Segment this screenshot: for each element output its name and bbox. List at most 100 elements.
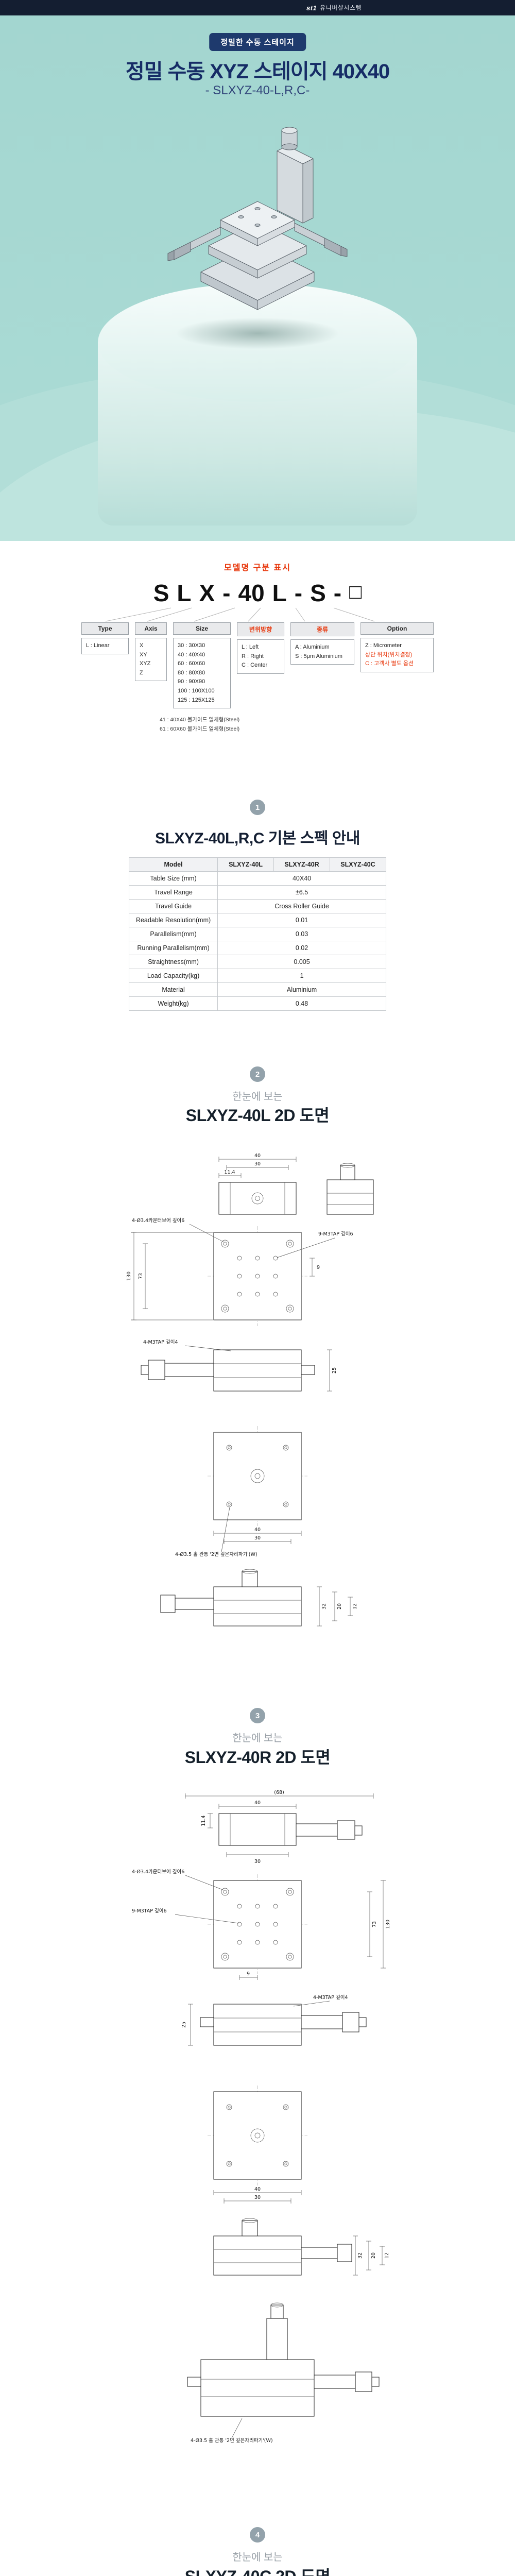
view-front: 25 4-M3TAP 깊이4 (141, 1339, 337, 1392)
model-code-notes: 41 : 40X40 볼가이드 일체형(Steel) 61 : 60X60 볼가… (82, 716, 433, 734)
legend-line: XYZ (140, 660, 151, 667)
section-number-2: 2 (250, 1066, 265, 1082)
table-row: Load Capacity(kg)1 (128, 969, 386, 983)
spec-label: Travel Range (128, 885, 218, 900)
dimension-label: 73 (138, 1273, 144, 1279)
product-shadow (173, 317, 342, 350)
dimension-label: 20 (337, 1603, 342, 1609)
legend-axis: Axis X XY XYZ Z (135, 622, 167, 682)
spec-label: Material (128, 982, 218, 997)
view-assembly: 4-Ø3.5 홀 관통 '2면 깊은자리파기'(W) (187, 2302, 380, 2444)
section-number-4: 4 (250, 2527, 265, 2543)
spec-value: Aluminium (217, 982, 386, 997)
view-front: 25 4-M3TAP 깊이4 (181, 1994, 367, 2046)
col-header-40r: SLXYZ-40R (273, 857, 330, 872)
product-cad-image (167, 127, 348, 310)
spec-value: 40X40 (217, 871, 386, 886)
model-code: S L X - 40 L - S - □ (0, 581, 515, 605)
col-header-40c: SLXYZ-40C (330, 857, 386, 872)
dimension-label: 11.4 (224, 1170, 235, 1175)
logo-text: 유니버샬시스템 (320, 5, 362, 11)
spec-label: Straightness(mm) (128, 955, 218, 969)
page-title: 정밀 수동 XYZ 스테이지 40X40 (125, 60, 390, 83)
dimension-label: 40 (254, 1527, 261, 1533)
dimension-label: 30 (254, 1535, 261, 1541)
model-subtitle: - SLXYZ-40-L,R,C- (205, 83, 310, 97)
legend-line: 125 : 125X125 (178, 697, 215, 703)
drawing-title-40l: SLXYZ-40L 2D 도면 (185, 1106, 330, 1125)
view-top-cover: 40 30 11.4 (218, 1153, 297, 1215)
dimension-label: 12 (352, 1603, 358, 1609)
spec-label: Travel Guide (128, 899, 218, 913)
legend-kind: 종류 A : Aluminium S : 5μm Aluminium (290, 622, 354, 665)
legend-line: 30 : 30X30 (178, 642, 205, 649)
legend-line: 상단 위치(위치결정) (365, 651, 413, 658)
dimension-label: 40 (254, 1800, 261, 1806)
drawing-pre-title: 한눈에 보는 (232, 2552, 283, 2563)
drawing-pre-title: 한눈에 보는 (232, 1091, 283, 1103)
callout-counterbore: 4-Ø3.4카운터보어 깊이6 (132, 1217, 184, 1224)
spec-value: 0.02 (217, 941, 386, 955)
code-dash: - (333, 580, 342, 606)
dimension-label: 9 (317, 1265, 320, 1270)
table-row: Travel Range±6.5 (128, 885, 386, 900)
table-row: Straightness(mm)0.005 (128, 955, 386, 969)
legend-line: 80 : 80X80 (178, 669, 205, 676)
legend-line: Z : Micrometer (365, 642, 402, 649)
legend-line: A : Aluminium (295, 644, 330, 650)
legend-header: Axis (135, 622, 167, 635)
legend-line: Z (140, 669, 143, 676)
view-side: 32 20 12 (160, 1569, 358, 1626)
table-row: Running Parallelism(mm)0.02 (128, 941, 386, 955)
section-number-1: 1 (250, 800, 265, 815)
col-header-model: Model (128, 857, 218, 872)
dimension-label: 12 (384, 2252, 390, 2259)
dimension-label: 11.4 (201, 1815, 207, 1826)
legend-line: C : 고객사 별도 옵션 (365, 660, 414, 667)
dimension-label: (68) (274, 1790, 284, 1795)
spec-value: 0.01 (217, 913, 386, 927)
code-letter: L (272, 580, 287, 606)
legend-line: R : Right (242, 653, 264, 659)
dimension-label: 25 (332, 1367, 337, 1374)
table-header-row: Model SLXYZ-40L SLXYZ-40R SLXYZ-40C (128, 857, 386, 872)
callout-through-hole: 4-Ø3.5 홀 관통 '2면 깊은자리파기'(W) (175, 1551, 258, 1557)
dimension-label: 73 (372, 1921, 377, 1927)
legend-line: XY (140, 651, 147, 658)
logo[interactable]: st1 유니버샬시스템 (306, 0, 362, 15)
legend-header: 종류 (290, 622, 354, 636)
dimension-label: 32 (357, 2252, 363, 2259)
spec-value: 0.48 (217, 996, 386, 1011)
legend-line: 40 : 40X40 (178, 651, 205, 658)
callout-tap2: 4-M3TAP 깊이4 (313, 1994, 348, 2001)
logo-icon: st1 (306, 4, 317, 12)
legend-header: 변위방향 (237, 622, 284, 636)
legend-size: Size 30 : 30X30 40 : 40X40 60 : 60X60 80… (173, 622, 231, 709)
dimension-label: 130 (385, 1920, 391, 1929)
spec-value: Cross Roller Guide (217, 899, 386, 913)
model-code-legend: Type L : Linear Axis X XY XYZ Z Size 30 … (0, 622, 515, 709)
drawing-2d-slxyz-40r: (68) 40 30 11.4 4-Ø3.4카운터보어 깊이6 (132, 1790, 391, 2444)
col-header-40l: SLXYZ-40L (217, 857, 274, 872)
spec-label: Running Parallelism(mm) (128, 941, 218, 955)
drawing-title-40r: SLXYZ-40R 2D 도면 (184, 1748, 331, 1767)
view-top-main: 4-Ø3.4카운터보어 깊이6 9-M3TAP 깊이6 130 73 9 (132, 1869, 391, 1980)
dimension-label: 30 (254, 1859, 261, 1865)
spec-table: Model SLXYZ-40L SLXYZ-40R SLXYZ-40C Tabl… (128, 857, 386, 1011)
dimension-label: 9 (247, 1971, 250, 1977)
legend-line: C : Center (242, 662, 268, 669)
legend-line: S : 5μm Aluminium (295, 653, 342, 659)
dimension-label: 30 (254, 2195, 261, 2200)
table-row: Parallelism(mm)0.03 (128, 927, 386, 941)
note-line: 61 : 60X60 볼가이드 일체형(Steel) (160, 726, 240, 732)
legend-line: 60 : 60X60 (178, 660, 205, 667)
legend-header: Size (173, 622, 231, 635)
dimension-label: 30 (254, 1161, 261, 1167)
dimension-label: 40 (254, 1153, 261, 1159)
dimension-label: 32 (321, 1603, 327, 1609)
legend-type: Type L : Linear (81, 622, 129, 654)
section-number-3: 3 (250, 1708, 265, 1723)
